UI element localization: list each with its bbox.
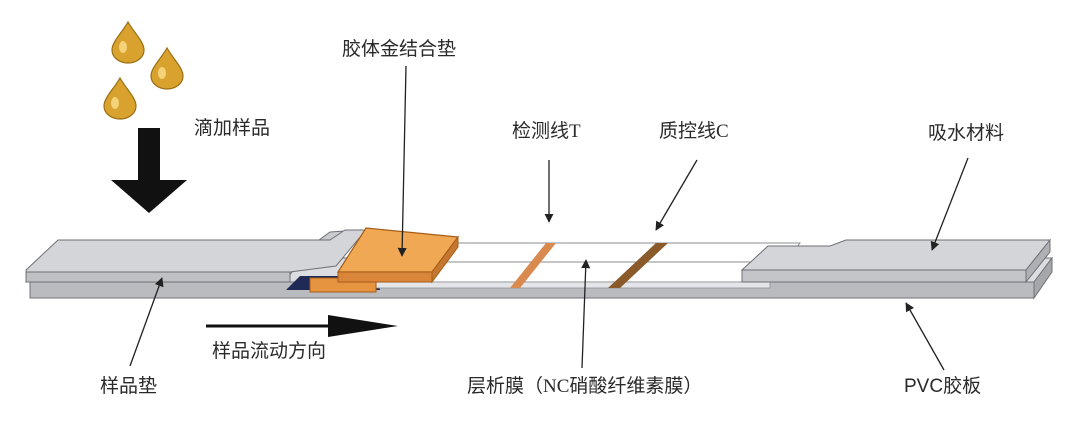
sample-pad bbox=[25, 229, 368, 283]
leader-line-sample-pad bbox=[129, 277, 164, 367]
label-membrane: 层析膜（NC硝酸纤维素膜） bbox=[467, 376, 703, 397]
leader-line-absorbent bbox=[930, 157, 969, 251]
label-conjugate-pad: 胶体金结合垫 bbox=[342, 39, 457, 60]
label-control-line: 质控线C bbox=[659, 121, 729, 142]
label-sample-pad: 样品垫 bbox=[100, 376, 158, 397]
label-test-line: 检测线T bbox=[512, 121, 581, 142]
label-sample-add: 滴加样品 bbox=[194, 118, 271, 139]
label-absorbent: 吸水材料 bbox=[928, 123, 1005, 144]
label-pvc-backing: PVC胶板 bbox=[904, 376, 982, 397]
flow-direction-arrowhead-icon bbox=[328, 315, 398, 337]
sample-droplet-icon bbox=[150, 46, 184, 90]
leader-line-control bbox=[655, 159, 698, 231]
sample-droplet-icon bbox=[111, 20, 145, 64]
control-line bbox=[608, 243, 668, 288]
label-flow-direction: 样品流动方向 bbox=[212, 341, 327, 362]
leader-line-pvc bbox=[905, 302, 945, 371]
test-line bbox=[510, 243, 556, 288]
leader-line-membrane bbox=[581, 259, 591, 369]
leader-line-conjugate bbox=[397, 65, 407, 257]
sample-droplet-icon bbox=[103, 76, 137, 120]
absorbent-pad bbox=[740, 238, 1052, 284]
sample-drop-arrow-icon bbox=[111, 128, 187, 213]
